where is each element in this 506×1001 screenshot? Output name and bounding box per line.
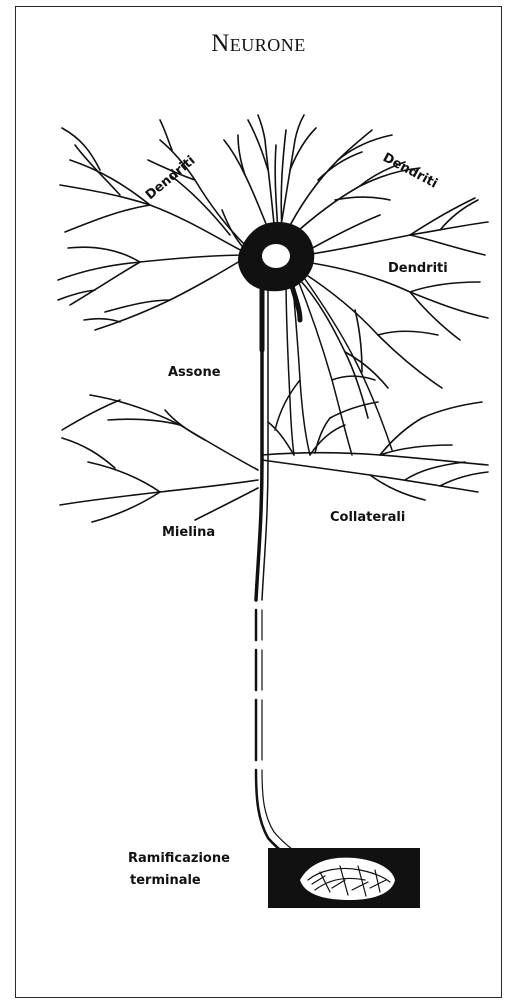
axon [256, 290, 318, 872]
terminal-arborization [268, 848, 420, 908]
dendrites-left [58, 120, 250, 330]
label-axon: Assone [168, 365, 221, 380]
label-terminal-line-1: Ramificazione [128, 851, 230, 866]
dendrites-top [224, 115, 420, 238]
collaterals [262, 402, 488, 500]
label-collaterals: Collaterali [330, 510, 405, 525]
nucleus [262, 244, 290, 268]
label-myelin: Mielina [162, 525, 215, 540]
dendrites-lower [268, 272, 392, 455]
dendrites-right [300, 198, 488, 418]
label-dendrites-right: Dendriti [388, 261, 448, 276]
cell-body [238, 222, 314, 350]
label-terminal-line-2: terminale [130, 873, 201, 888]
label-dendrites-top: Dendriti [380, 150, 440, 191]
collaterals-left [60, 395, 258, 522]
